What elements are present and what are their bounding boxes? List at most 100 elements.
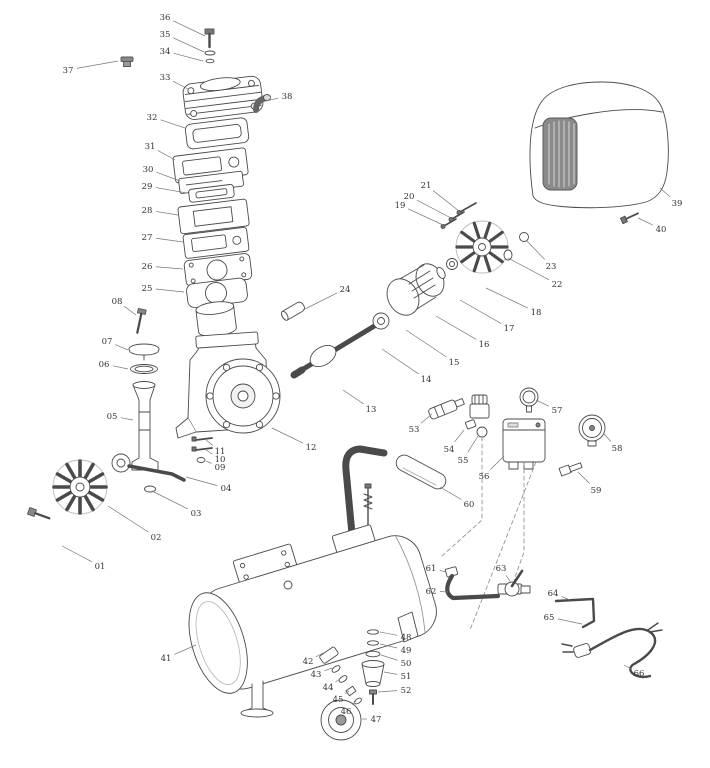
leader-line-10 [205, 449, 213, 455]
leader-line-25 [155, 288, 185, 293]
part-label-55: 55 [458, 456, 469, 466]
part-label-50: 50 [401, 659, 412, 669]
part-label-03: 03 [191, 509, 202, 519]
valve-plate-lower [177, 198, 250, 235]
motor-fan [455, 220, 529, 274]
part-label-22: 22 [552, 280, 563, 290]
leader-line-60 [439, 486, 462, 500]
head-bolt-and-washers [204, 28, 216, 64]
leader-line-14 [381, 348, 419, 375]
leader-line-42 [315, 652, 324, 658]
power-cord [561, 622, 663, 679]
part-label-25: 25 [142, 284, 153, 294]
leader-line-24 [302, 292, 338, 311]
leader-line-59 [577, 471, 590, 484]
part-label-17: 17 [504, 324, 515, 334]
leader-line-43 [324, 667, 333, 672]
part-label-52: 52 [401, 686, 412, 696]
leader-line-58 [602, 432, 612, 442]
leader-line-40 [637, 217, 654, 226]
part-label-41: 41 [161, 654, 172, 664]
part-label-06: 06 [99, 360, 110, 370]
crankshaft [290, 312, 390, 379]
part-label-02: 02 [151, 533, 162, 543]
part-label-10: 10 [215, 455, 226, 465]
part-label-34: 34 [160, 47, 171, 57]
leader-line-45 [345, 690, 350, 694]
leader-line-28 [155, 211, 179, 216]
part-label-53: 53 [409, 425, 420, 435]
leader-line-65 [557, 618, 583, 625]
part-label-46: 46 [341, 707, 352, 717]
leader-line-41 [174, 644, 197, 655]
part-label-62: 62 [426, 587, 437, 597]
leader-line-13 [342, 389, 364, 405]
leader-line-02 [107, 505, 149, 533]
shroud-screw [619, 212, 639, 225]
part-label-09: 09 [215, 463, 226, 473]
part-label-14: 14 [421, 375, 432, 385]
valve-seat-plate [182, 226, 250, 259]
part-label-07: 07 [102, 337, 113, 347]
part-label-01: 01 [95, 562, 106, 572]
leader-line-23 [525, 239, 546, 260]
gasket-small [188, 184, 235, 203]
part-label-38: 38 [282, 92, 293, 102]
part-label-11: 11 [215, 447, 226, 457]
part-label-40: 40 [656, 225, 667, 235]
leader-line-48 [379, 631, 398, 636]
check-valve [428, 398, 465, 420]
part-label-47: 47 [371, 715, 382, 725]
pipe-plug [120, 56, 134, 67]
leader-line-63 [505, 575, 511, 582]
leader-line-49 [379, 643, 398, 649]
part-label-49: 49 [401, 646, 412, 656]
leader-line-54 [454, 429, 465, 443]
flywheel-bolt [27, 507, 51, 520]
part-label-26: 26 [142, 262, 153, 272]
leader-line-36 [172, 20, 206, 37]
head-gasket [184, 117, 250, 150]
part-label-16: 16 [479, 340, 490, 350]
part-label-56: 56 [479, 472, 490, 482]
counterweight-link [111, 453, 186, 493]
leader-line-09 [205, 460, 212, 464]
fan-screws [440, 202, 477, 229]
part-label-36: 36 [160, 13, 171, 23]
leader-line-20 [416, 199, 452, 219]
leader-line-19 [408, 208, 444, 226]
part-label-29: 29 [142, 182, 153, 192]
part-label-57: 57 [552, 406, 563, 416]
cylinder-head [182, 75, 264, 120]
motor-rotor [386, 258, 458, 316]
leader-line-64 [561, 596, 571, 601]
oil-fill-tube [131, 381, 159, 471]
part-label-43: 43 [311, 670, 322, 680]
part-label-31: 31 [145, 142, 156, 152]
leader-line-57 [535, 399, 550, 407]
part-label-20: 20 [404, 192, 415, 202]
leader-line-31 [157, 150, 176, 161]
drain-elbow-tube [444, 566, 501, 601]
part-label-27: 27 [142, 233, 153, 243]
leader-line-18 [485, 287, 529, 309]
part-label-21: 21 [421, 181, 432, 191]
leader-line-15 [405, 329, 447, 358]
part-label-19: 19 [395, 201, 406, 211]
leader-line-30 [156, 171, 181, 182]
leader-line-16 [435, 315, 477, 340]
part-label-24: 24 [340, 285, 351, 295]
part-label-64: 64 [548, 589, 559, 599]
leader-line-04 [185, 476, 218, 486]
part-label-54: 54 [444, 445, 455, 455]
leader-line-61 [439, 569, 447, 573]
part-label-30: 30 [143, 165, 154, 175]
part-label-63: 63 [496, 564, 507, 574]
part-label-48: 48 [401, 633, 412, 643]
part-label-59: 59 [591, 486, 602, 496]
leader-line-26 [155, 266, 184, 270]
leader-line-44 [335, 678, 341, 683]
part-label-42: 42 [303, 657, 314, 667]
